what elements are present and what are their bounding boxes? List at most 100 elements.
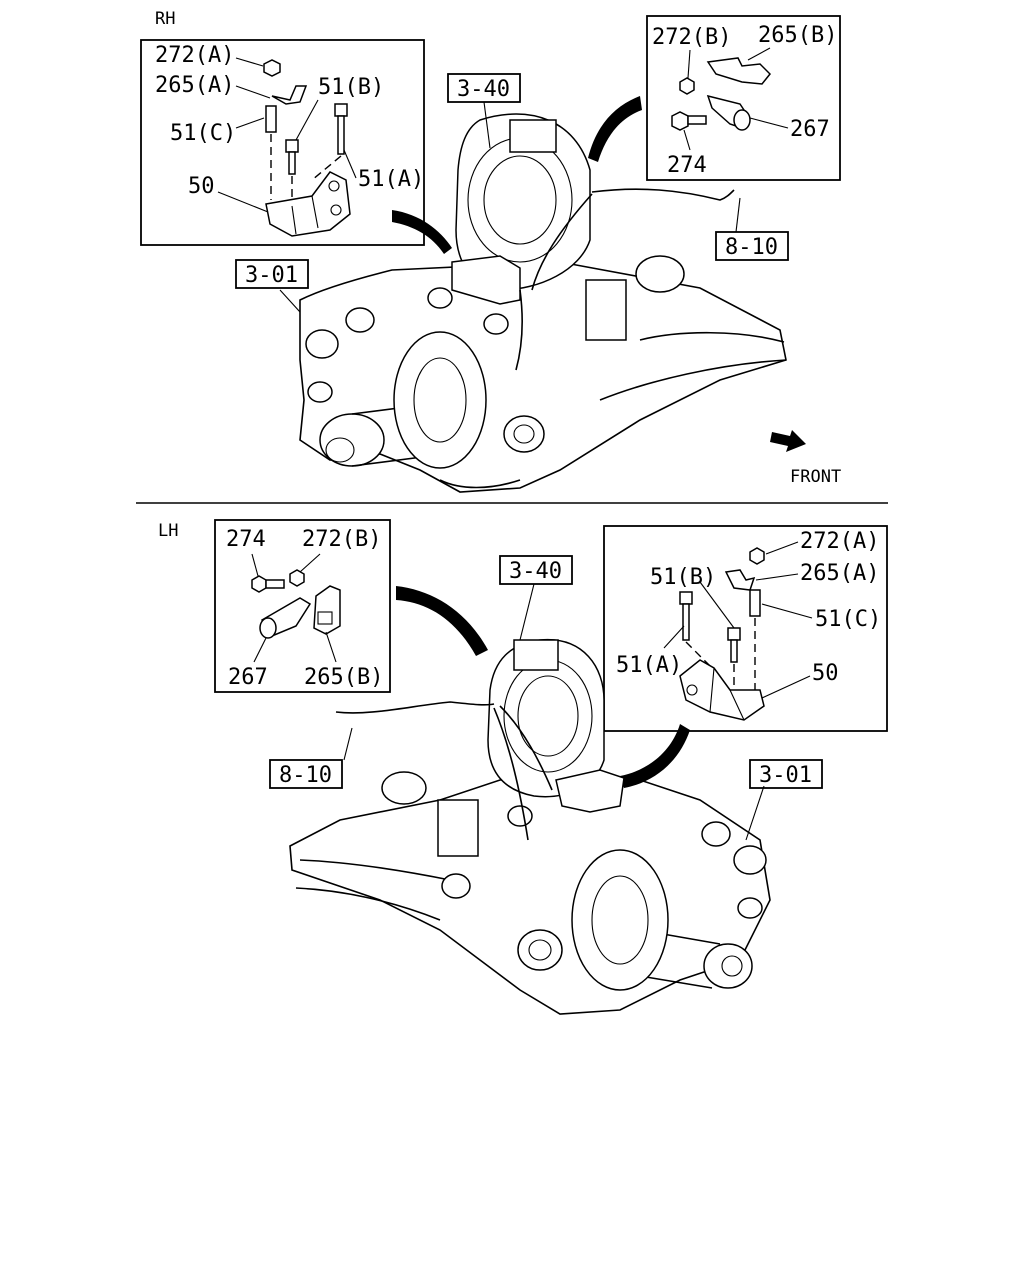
rh-nut-272b — [679, 77, 695, 95]
rh-bolt-51a-shank — [337, 115, 345, 155]
rh-nut-272a — [263, 59, 281, 77]
rh-ref-box-301[interactable] — [235, 259, 309, 289]
rh-ref-301[interactable]: 3-01 — [245, 263, 298, 288]
lh-label-51c: 51(C) — [815, 607, 881, 632]
rh-clamp-267-eye — [733, 109, 751, 131]
rh-bolt-51b-shank — [288, 151, 296, 175]
lh-bracket-inset: 272(A) 265(A) 51(B) 51(C) 51(A) 50 — [603, 525, 888, 732]
rh-bolt-274-shank — [687, 115, 707, 125]
rh-label-51b: 51(B) — [318, 75, 384, 100]
rh-bracket-inset: 272(A) 265(A) 51(B) 51(C) 51(A) 50 — [140, 39, 425, 246]
lh-clip-265a — [724, 569, 756, 591]
rh-ref-340[interactable]: 3-40 — [457, 77, 510, 102]
lh-ref-box-810[interactable] — [269, 759, 343, 789]
rh-bolt-51c — [265, 105, 277, 133]
lh-ref-box-301[interactable] — [749, 759, 823, 789]
rh-label-272b: 272(B) — [652, 25, 731, 50]
section-label-rh: RH — [155, 9, 175, 29]
lh-bolt-274-shank — [265, 579, 285, 589]
lh-label-274: 274 — [226, 527, 266, 552]
rh-knuckle-boss-2 — [307, 381, 333, 403]
rh-bracket-inset-frame — [140, 39, 425, 246]
lh-label-50: 50 — [812, 661, 839, 686]
rh-clip-265b — [706, 57, 772, 85]
lh-bracket-50 — [679, 659, 765, 721]
lh-ref-box-340[interactable] — [499, 555, 573, 585]
rh-clip-265a — [271, 85, 308, 105]
rh-axle-beam-block — [585, 279, 627, 341]
lh-knuckle-boss-1 — [701, 821, 731, 847]
front-direction-arrow-icon — [770, 430, 806, 452]
lh-sensor-connector — [513, 639, 559, 671]
lh-bolt-51b-shank — [730, 639, 738, 663]
rh-callout-arrow-left — [392, 210, 452, 254]
lh-knuckle-boss-2 — [733, 845, 767, 875]
rh-label-272a: 272(A) — [155, 43, 234, 68]
lh-bolt-51a-shank — [682, 603, 690, 641]
rh-label-265a: 265(A) — [155, 73, 234, 98]
lh-axle-beam-block — [437, 799, 479, 857]
lh-bracket-installed — [555, 769, 625, 813]
rh-knuckle-boss-3 — [345, 307, 375, 333]
lh-bolt-51a-head — [679, 591, 693, 605]
lh-cylinder-port — [517, 929, 563, 971]
lh-ref-810[interactable]: 8-10 — [279, 763, 332, 788]
rh-tie-rod-end — [635, 255, 685, 293]
rh-label-50: 50 — [188, 174, 215, 199]
rh-bolt-51b-head — [285, 139, 299, 153]
lh-label-51b: 51(B) — [650, 565, 716, 590]
rh-clamp-inset-frame — [646, 15, 841, 181]
lh-knuckle-boss-3 — [737, 897, 763, 919]
rh-clamp-inset: 272(B) 265(B) 267 274 — [646, 15, 841, 181]
lh-label-272b: 272(B) — [302, 527, 381, 552]
lh-clamp-inset-frame — [214, 519, 391, 693]
rh-cylinder-port — [503, 415, 545, 453]
lh-knuckle-boss-5 — [441, 873, 471, 899]
rh-label-267: 267 — [790, 117, 830, 142]
lh-hub — [571, 849, 669, 991]
section-label-lh: LH — [158, 521, 178, 541]
rh-knuckle-boss-4 — [427, 287, 453, 309]
rh-hub — [393, 331, 487, 469]
rh-ref-box-340[interactable] — [447, 73, 521, 103]
lh-clamp-inset: 274 272(B) 267 265(B) — [214, 519, 391, 693]
rh-bracket-50 — [265, 171, 351, 237]
lh-axle-assembly — [289, 583, 771, 1015]
lh-bolt-51c — [749, 589, 761, 617]
lh-bolt-51b-head — [727, 627, 741, 641]
rh-callout-arrow-right — [588, 96, 642, 162]
lh-ref-340[interactable]: 3-40 — [509, 559, 562, 584]
rh-label-265b: 265(B) — [758, 23, 837, 48]
lh-nut-272a — [749, 547, 765, 565]
lh-ref-301[interactable]: 3-01 — [759, 763, 812, 788]
lh-label-267: 267 — [228, 665, 268, 690]
rh-bracket-installed — [451, 255, 521, 305]
lh-clamp-267-eye — [259, 617, 277, 639]
lh-label-51a: 51(A) — [616, 653, 682, 678]
lh-label-265a: 265(A) — [800, 561, 879, 586]
rh-bolt-51a-head — [334, 103, 348, 117]
lh-brake-chamber — [487, 639, 605, 798]
rh-ref-810[interactable]: 8-10 — [725, 235, 778, 260]
lh-nut-272b — [289, 569, 305, 587]
rh-brake-chamber — [455, 113, 591, 291]
rh-label-51c: 51(C) — [170, 121, 236, 146]
rh-axle-assembly — [279, 96, 787, 493]
rh-ref-box-810[interactable] — [715, 231, 789, 261]
rh-label-51a: 51(A) — [358, 167, 424, 192]
lh-label-272a: 272(A) — [800, 529, 879, 554]
rh-label-274: 274 — [667, 153, 707, 178]
rh-knuckle-boss-5 — [483, 313, 509, 335]
lh-tie-rod-end — [381, 771, 427, 805]
lh-bracket-inset-frame — [603, 525, 888, 732]
lh-callout-arrow-left — [396, 586, 488, 656]
lh-spindle — [703, 943, 753, 989]
rh-sensor-connector — [509, 119, 557, 153]
lh-callout-arrow-right — [620, 724, 690, 788]
rh-knuckle-boss-1 — [305, 329, 339, 359]
lh-label-265b: 265(B) — [304, 665, 383, 690]
lh-clip-265b — [313, 585, 341, 635]
lh-bolt-274-head — [251, 575, 267, 593]
